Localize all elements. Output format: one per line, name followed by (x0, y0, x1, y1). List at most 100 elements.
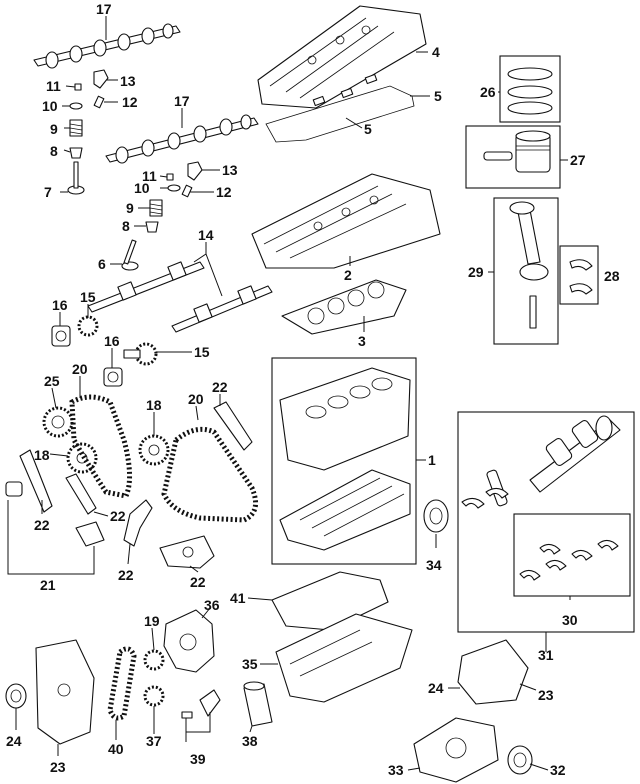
guide-bracket-22d (75, 521, 105, 547)
callout-8b: 8 (122, 218, 130, 234)
callout-34: 34 (426, 557, 442, 573)
vvt-actuator-25 (42, 406, 74, 438)
callout-22c: 22 (110, 508, 126, 524)
valve-7 (67, 161, 85, 195)
callout-32: 32 (550, 762, 566, 778)
camshaft-upper (33, 23, 181, 69)
main-bearings-top (461, 487, 509, 509)
sprocket-18b (138, 434, 170, 466)
camshaft-lower (105, 114, 259, 164)
valve-spring-9a (69, 119, 83, 137)
chain-guide-22c (65, 473, 97, 515)
timing-cover-23a (35, 639, 95, 745)
rod-bearing-box (559, 245, 599, 305)
oil-pump-cover-22g (159, 535, 215, 569)
callout-21: 21 (40, 577, 56, 593)
callout-14: 14 (198, 227, 214, 243)
callout-16a: 16 (52, 297, 68, 313)
lash-adjuster-12b (181, 184, 193, 198)
callout-13a: 13 (120, 73, 136, 89)
piston-rings-box (499, 55, 561, 123)
callout-24b: 24 (428, 680, 444, 696)
callout-36: 36 (204, 597, 220, 613)
rocker-arm-13b (187, 161, 203, 181)
main-bearings-box (513, 513, 631, 597)
leader-lines (7, 16, 571, 771)
oil-filter-housing-38 (243, 681, 273, 727)
oil-pump-sprocket-19 (143, 649, 165, 671)
callout-22d: 22 (118, 567, 134, 583)
callout-40: 40 (108, 741, 124, 757)
lash-adjuster-12a (93, 95, 105, 109)
callout-27: 27 (570, 152, 586, 168)
callout-35: 35 (242, 656, 258, 672)
callout-8a: 8 (50, 143, 58, 159)
cylinder-block-upper (279, 367, 411, 471)
callout-25: 25 (44, 373, 60, 389)
callout-20a: 20 (72, 361, 88, 377)
cover-plate-23b (457, 639, 529, 705)
callout-15b: 15 (194, 344, 210, 360)
callout-18b: 18 (146, 397, 162, 413)
damper-pulley-34 (423, 499, 449, 533)
callout-28: 28 (604, 268, 620, 284)
callout-1: 1 (428, 452, 436, 468)
callout-18a: 18 (34, 447, 50, 463)
callout-23b: 23 (538, 687, 554, 703)
callout-41: 41 (230, 590, 246, 606)
callout-17a: 17 (96, 1, 112, 17)
callout-19: 19 (144, 613, 160, 629)
rocker-arm-13a (93, 69, 109, 89)
chain-guide-22a (19, 449, 53, 513)
valve-6 (121, 239, 139, 271)
callout-20b: 20 (188, 391, 204, 407)
callout-16b: 16 (104, 333, 120, 349)
callout-12a: 12 (122, 94, 138, 110)
cover-gasket-5 (265, 73, 415, 143)
chain-guide-22e (123, 499, 153, 547)
cylinder-block-lower (279, 469, 411, 551)
callout-26: 26 (480, 84, 496, 100)
valve-cover-4 (257, 5, 427, 109)
callout-7: 7 (44, 184, 52, 200)
callout-22b: 22 (34, 517, 50, 533)
main-bearings-30 (519, 539, 619, 581)
callout-11a: 11 (46, 78, 61, 94)
crankshaft-box (457, 411, 635, 633)
callout-22e: 22 (190, 574, 206, 590)
connecting-rod-29 (509, 201, 549, 329)
callout-12b: 12 (216, 184, 232, 200)
spring-retainer-10a (69, 102, 83, 110)
sprocket-15b (123, 342, 158, 366)
timing-chain-20b (161, 426, 259, 523)
sprocket-15a (77, 315, 99, 337)
crank-sprocket-37 (143, 685, 165, 707)
valve-keeper-11a (74, 83, 82, 91)
oil-pump-chain-40 (107, 646, 137, 721)
oil-pan-35 (275, 613, 413, 703)
callout-4: 4 (432, 44, 440, 60)
rod-bearing-28 (569, 259, 593, 295)
oil-pump-36 (163, 609, 215, 673)
callout-10a: 10 (42, 98, 58, 114)
cylinder-head-2 (251, 173, 441, 269)
valve-seal-8a (69, 147, 83, 159)
callout-5a: 5 (434, 88, 442, 104)
callout-10b: 10 (134, 180, 150, 196)
bearing-16a (51, 325, 71, 347)
piston-box (465, 125, 561, 189)
bearing-16b (103, 367, 123, 387)
callout-24a: 24 (6, 733, 22, 749)
spring-retainer-10b (167, 184, 181, 192)
callout-23a: 23 (50, 759, 66, 775)
callout-39: 39 (190, 751, 206, 767)
balance-shaft-lower (171, 285, 273, 333)
balance-shaft-upper (87, 261, 205, 313)
piston-rings-26 (507, 67, 553, 115)
piston-27 (483, 130, 551, 173)
callout-2: 2 (344, 267, 352, 283)
callout-15a: 15 (80, 289, 96, 305)
callout-labels: 17 11 13 10 12 9 8 7 17 11 13 10 12 9 8 … (6, 1, 620, 778)
callout-17b: 17 (174, 93, 190, 109)
